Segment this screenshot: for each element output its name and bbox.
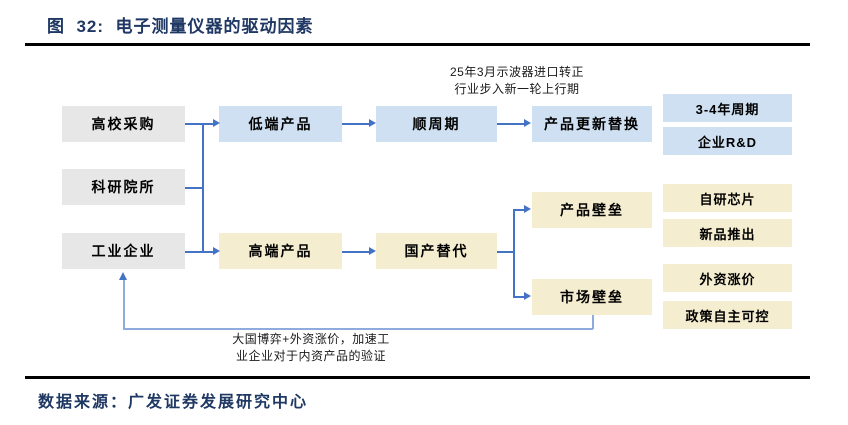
annotation-line: 25年3月示波器进口转正: [449, 65, 585, 79]
annotation-line: 业企业对于内资产品的验证: [235, 349, 386, 363]
box-product-barrier: 产品壁垒: [532, 192, 652, 228]
annotation-import-upturn: 25年3月示波器进口转正 行业步入新一轮上行期: [412, 64, 622, 98]
arrow-head: [213, 247, 220, 255]
box-low-end-products: 低端产品: [219, 106, 342, 142]
arrow-head: [524, 292, 531, 300]
arrow-head: [213, 119, 220, 127]
footer-divider: [25, 376, 810, 379]
box-new-product-launch: 新品推出: [663, 219, 792, 247]
box-research-institutes: 科研院所: [62, 169, 185, 205]
figure-title: 图 32: 电子测量仪器的驱动因素: [47, 17, 314, 36]
connector-line: [342, 123, 369, 125]
connector-line: [497, 123, 525, 125]
box-product-update-replacement: 产品更新替换: [532, 106, 652, 142]
box-policy-autonomy: 政策自主可控: [663, 301, 792, 329]
arrow-head: [119, 272, 127, 280]
connector-line: [342, 251, 369, 253]
box-self-developed-chips: 自研芯片: [663, 184, 792, 212]
box-cycle-3-4-years: 3-4年周期: [663, 94, 792, 122]
connector-line: [513, 209, 525, 211]
box-foreign-price-increase: 外资涨价: [663, 264, 792, 292]
connector-line: [185, 251, 213, 253]
connector-line: [202, 123, 204, 252]
box-higher-education-procurement: 高校采购: [62, 106, 185, 142]
annotation-line: 大国博弈+外资涨价，加速工: [232, 332, 390, 346]
box-enterprise-rnd: 企业R&D: [663, 127, 792, 155]
annotation-verification-acceleration: 大国博弈+外资涨价，加速工 业企业对于内资产品的验证: [206, 331, 416, 365]
connector-line: [185, 123, 213, 125]
arrow-head: [524, 119, 531, 127]
connector-line: [513, 296, 525, 298]
feedback-line: [123, 328, 593, 330]
arrow-head: [524, 205, 531, 213]
data-source: 数据来源：广发证券发展研究中心: [38, 394, 309, 411]
connector-line: [513, 209, 515, 298]
box-domestic-substitution: 国产替代: [376, 233, 497, 269]
connector-line: [185, 187, 203, 189]
box-industrial-enterprises: 工业企业: [62, 233, 185, 269]
feedback-line: [592, 315, 594, 329]
annotation-line: 行业步入新一轮上行期: [454, 82, 580, 96]
arrow-head: [369, 119, 376, 127]
title-divider: [25, 43, 810, 46]
feedback-line: [123, 280, 125, 329]
box-pro-cyclical: 顺周期: [376, 106, 497, 142]
box-high-end-products: 高端产品: [219, 233, 342, 269]
box-market-barrier: 市场壁垒: [532, 279, 652, 315]
arrow-head: [369, 247, 376, 255]
connector-line: [497, 251, 514, 253]
